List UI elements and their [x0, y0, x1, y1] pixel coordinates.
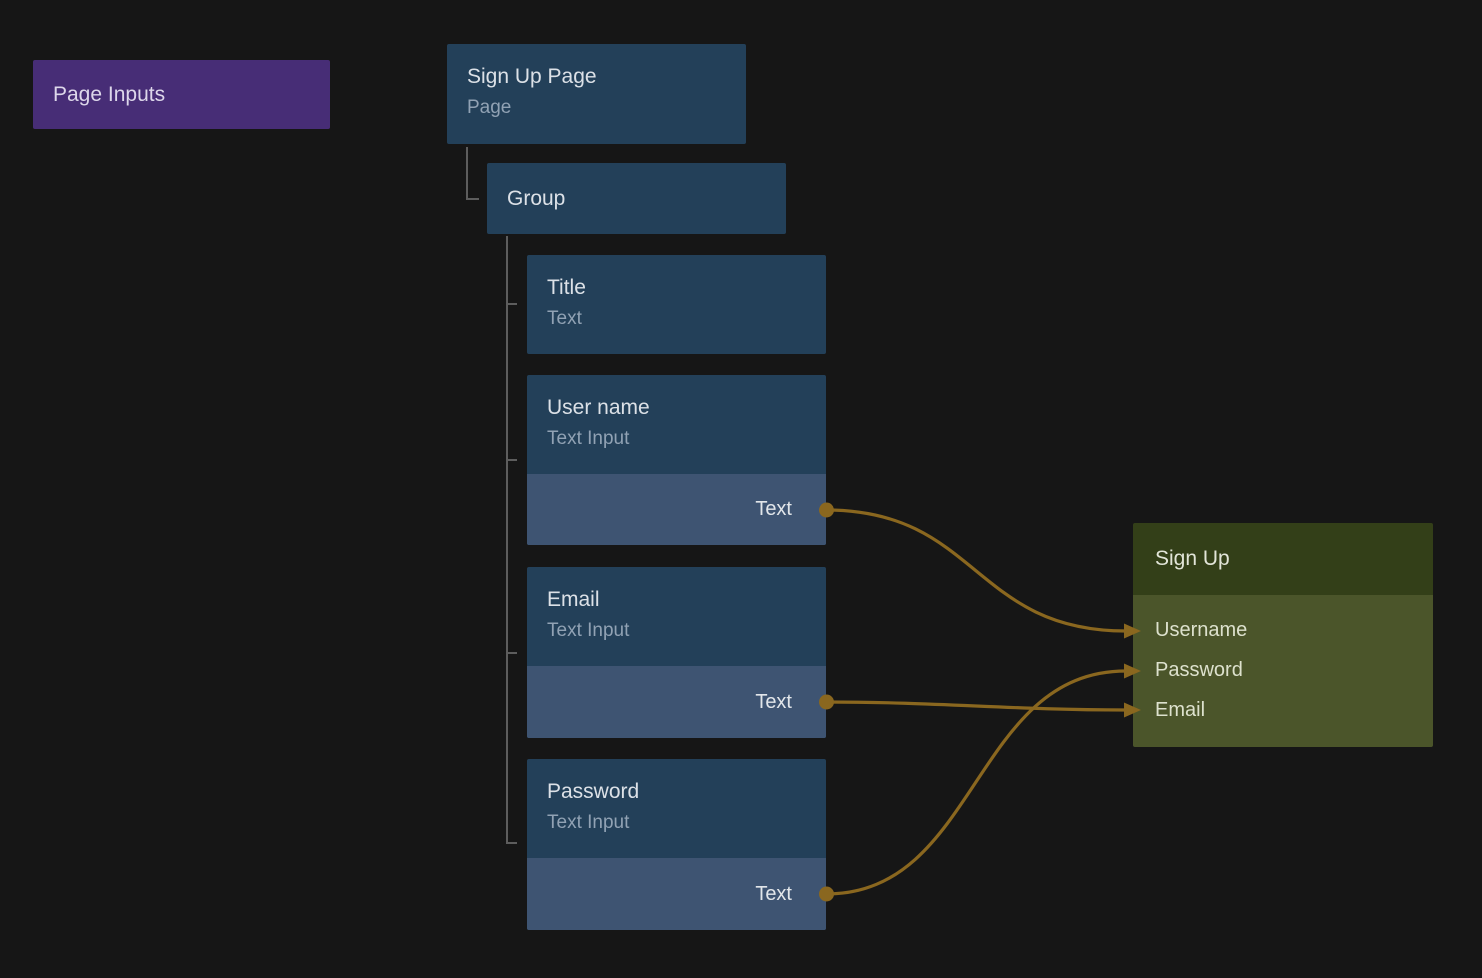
node-title-text: Title [547, 276, 586, 299]
node-group[interactable]: Group [487, 163, 786, 234]
node-title-text: Email [547, 588, 600, 611]
node-subtitle-text: Page [467, 97, 512, 118]
output-port-label: Text [755, 498, 792, 520]
tree-connector-page-to-group [466, 147, 479, 200]
node-subtitle-text: Text Input [547, 812, 630, 833]
input-username[interactable]: Username [1155, 618, 1248, 641]
output-port-row: Text [527, 474, 826, 545]
output-port-row: Text [527, 858, 826, 930]
node-user-name[interactable]: User name Text Input Text [527, 375, 826, 545]
node-sign-up-inputs: Username Password Email [1133, 595, 1433, 747]
node-page-inputs[interactable]: Page Inputs [33, 60, 330, 129]
output-port-label: Text [755, 882, 792, 905]
wire-email[interactable] [825, 700, 1127, 712]
output-port-label: Text [755, 690, 792, 713]
input-email[interactable]: Email [1155, 698, 1206, 721]
output-port-row: Text [527, 666, 826, 738]
node-title-text: Sign Up [1155, 547, 1230, 570]
node-title-text: Password [547, 780, 640, 803]
node-group-label: Group [507, 186, 566, 210]
wire-password[interactable] [825, 669, 1127, 896]
node-page-inputs-label: Page Inputs [53, 82, 166, 106]
node-title-text: User name [547, 396, 650, 419]
input-password[interactable]: Password [1155, 658, 1243, 681]
node-email[interactable]: Email Text Input Text [527, 567, 826, 738]
wire-username[interactable] [825, 508, 1127, 633]
node-title-text: Sign Up Page [467, 65, 597, 88]
node-sign-up-page[interactable]: Sign Up Page Page [447, 44, 746, 144]
node-sign-up[interactable]: Sign Up Username Password Email [1133, 523, 1433, 747]
node-title[interactable]: Title Text [527, 255, 826, 354]
node-subtitle-text: Text Input [547, 428, 630, 449]
tree-trunk-group-children [506, 236, 517, 844]
node-password[interactable]: Password Text Input Text [527, 759, 826, 930]
node-sign-up-header: Sign Up [1133, 523, 1433, 595]
node-subtitle-text: Text Input [547, 620, 630, 641]
node-subtitle-text: Text [547, 308, 582, 329]
